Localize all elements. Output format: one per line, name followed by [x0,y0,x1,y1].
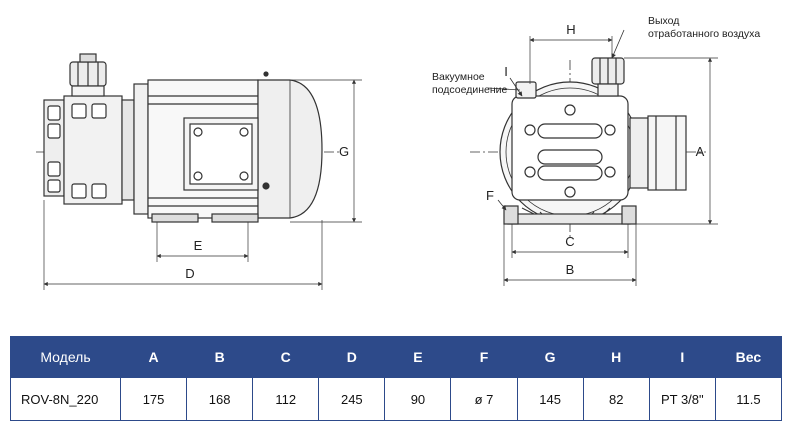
front-view [470,29,718,286]
dim-label-i: I [504,64,508,79]
dim-label-h: H [566,22,575,37]
header-f: F [450,336,518,378]
cell-d: 245 [318,377,386,421]
dim-label-g: G [339,144,349,159]
header-c: C [252,336,320,378]
dim-label-a: A [696,144,705,159]
side-view [36,53,362,290]
dim-label-e: E [194,238,203,253]
cell-g: 145 [516,377,584,421]
side-outlet-fitting [69,53,107,97]
dim-label-b: B [566,262,575,277]
header-model: Модель [10,336,121,378]
header-i: I [648,336,716,378]
exhaust-note-line1: Выход [648,15,679,27]
cell-model: ROV-8N_220 [10,377,121,421]
cell-a: 175 [119,377,188,421]
cell-f: ø 7 [450,377,518,421]
cell-e: 90 [384,377,452,421]
header-e: E [384,336,452,378]
pump-dimension-drawing: E D G [36,15,760,290]
cell-b: 168 [186,377,254,421]
front-outlet-fitting [591,57,625,97]
cell-c: 112 [252,377,320,421]
table-row: ROV-8N_220 175 168 112 245 90 ø 7 145 82… [10,377,783,421]
front-terminal-box [629,115,687,191]
cell-i: PT 3/8" [648,377,716,421]
vacuum-note-line1: Вакуумное [432,71,485,83]
side-pump-head [43,95,135,205]
side-motor [133,71,323,223]
header-b: B [186,336,254,378]
table-header-row: Модель A B C D E F G H I Вес [10,336,783,378]
dim-label-d: D [185,266,194,281]
vacuum-note-line2: подсоединение [432,84,508,96]
header-g: G [516,336,584,378]
header-d: D [318,336,386,378]
cell-h: 82 [582,377,650,421]
cell-weight: 11.5 [714,377,783,421]
header-a: A [119,336,188,378]
header-h: H [582,336,650,378]
dim-label-f: F [486,188,494,203]
exhaust-note-line2: отработанного воздуха [648,28,760,40]
dim-label-c: C [565,234,574,249]
front-pump-head [511,95,629,201]
dimensions-table: Модель A B C D E F G H I Вес ROV-8N_220 … [10,336,783,421]
header-weight: Вес [714,336,783,378]
